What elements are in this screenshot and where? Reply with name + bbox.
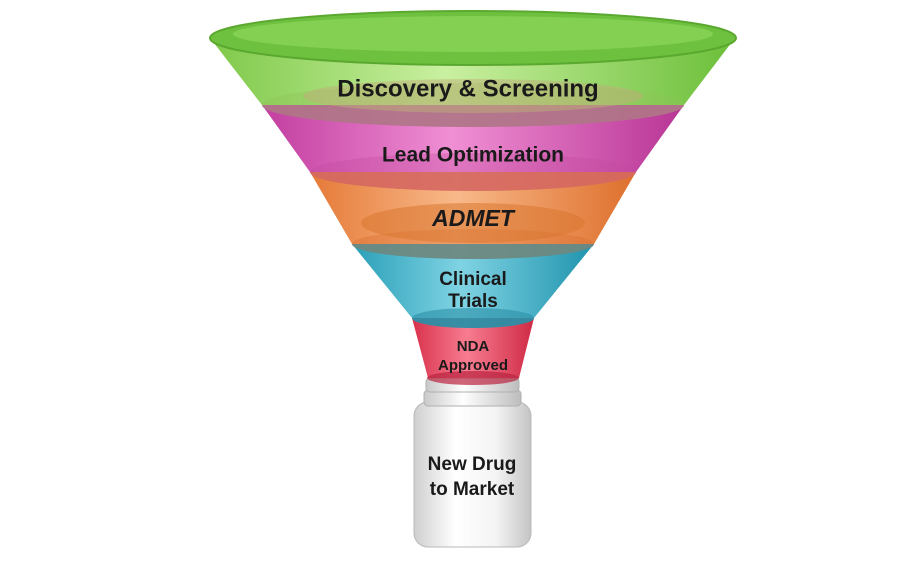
bottle-label-line-1: New Drug xyxy=(428,454,517,475)
medicine-bottle: New Drug to Market xyxy=(413,377,532,548)
stage-nda-label-line-2: Approved xyxy=(438,357,508,374)
stage-clinical-label-line-2: Trials xyxy=(448,291,498,312)
funnel-stage-admet: ADMET xyxy=(310,153,636,259)
stage-nda-label-line-1: NDA xyxy=(457,338,490,355)
stage-lead-label: Lead Optimization xyxy=(382,144,564,167)
stage-clinical-label-line-1: Clinical xyxy=(439,269,507,290)
bottle-label-line-2: to Market xyxy=(430,479,515,500)
stage-discovery-label: Discovery & Screening xyxy=(337,75,598,102)
stage-admet-label: ADMET xyxy=(431,205,516,231)
funnel-stage-discovery-screening: Discovery & Screening xyxy=(209,10,737,127)
